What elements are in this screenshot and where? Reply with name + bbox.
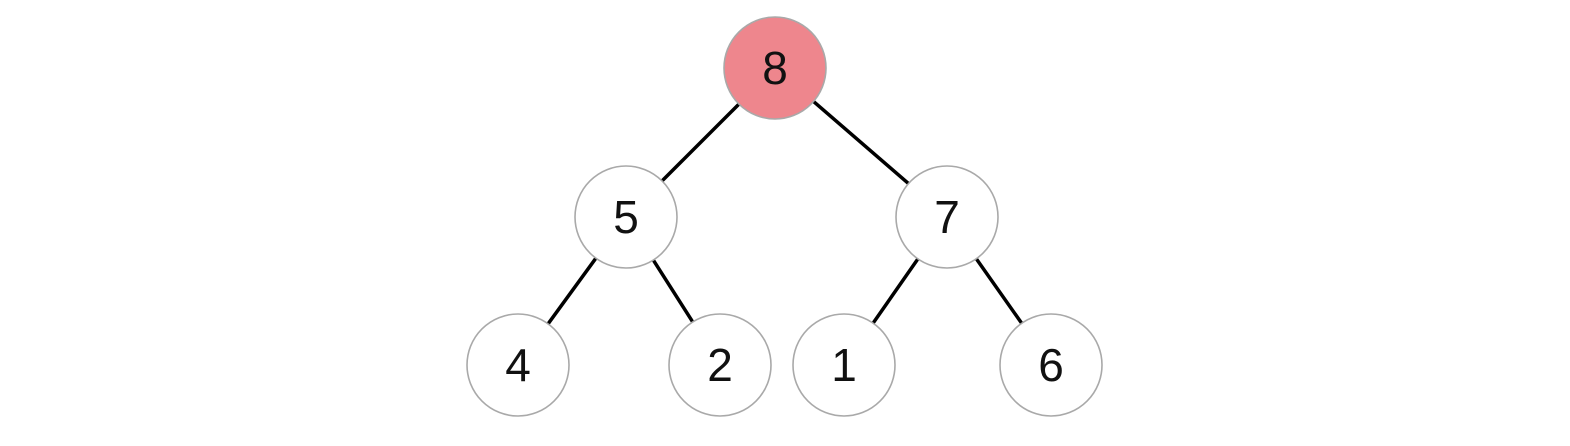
tree-node-6: 6 — [999, 313, 1103, 417]
tree-node-circle — [723, 16, 827, 120]
tree-edge-7-1 — [871, 257, 920, 325]
tree-edge-5-2 — [651, 258, 695, 324]
tree-node-7: 7 — [895, 165, 999, 269]
tree-node-label: 2 — [707, 339, 733, 391]
tree-node-circle — [792, 313, 896, 417]
tree-node-2: 2 — [668, 313, 772, 417]
tree-node-label: 7 — [934, 191, 960, 243]
tree-node-label: 4 — [505, 339, 531, 391]
tree-node-circle — [999, 313, 1103, 417]
tree-node-circle — [574, 165, 678, 269]
tree-node-label: 8 — [762, 42, 788, 94]
tree-node-circle — [466, 313, 570, 417]
tree-node-8-highlighted: 8 — [723, 16, 827, 120]
tree-edge-8-5 — [660, 102, 741, 183]
tree-node-label: 1 — [831, 339, 857, 391]
tree-node-4: 4 — [466, 313, 570, 417]
tree-node-label: 5 — [613, 191, 639, 243]
tree-node-circle — [895, 165, 999, 269]
tree-edge-7-6 — [974, 256, 1024, 326]
tree-node-circle — [668, 313, 772, 417]
tree-node-label: 6 — [1038, 339, 1064, 391]
tree-node-5: 5 — [574, 165, 678, 269]
tree-edge-8-7 — [811, 99, 911, 186]
tree-node-1: 1 — [792, 313, 896, 417]
tree-edge-5-4 — [546, 256, 598, 326]
